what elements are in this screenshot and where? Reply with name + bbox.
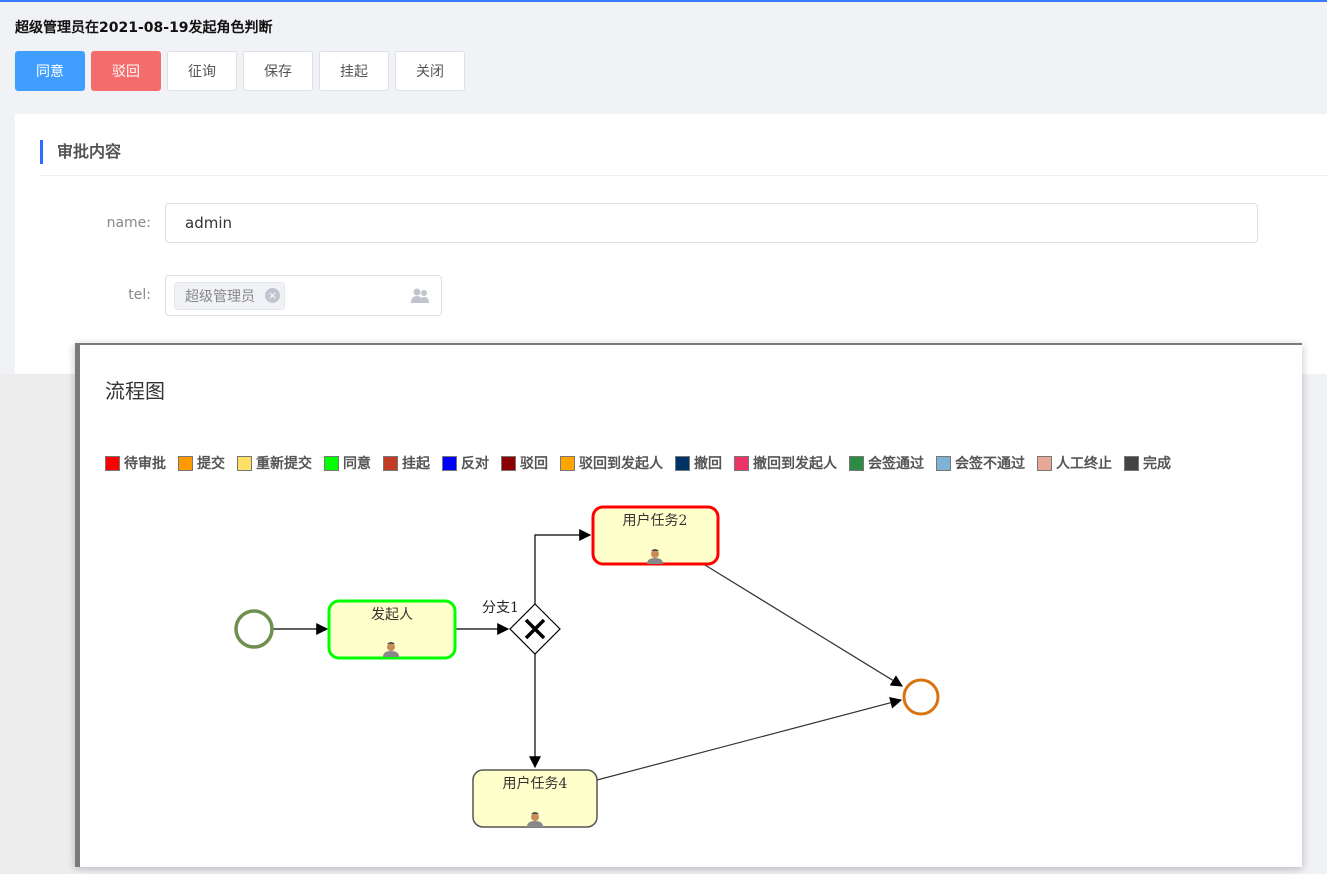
legend-swatch	[1124, 455, 1139, 471]
start-event	[234, 609, 274, 649]
divider	[39, 175, 1327, 176]
legend-label: 提交	[197, 456, 225, 472]
flow-diagram: 发起人 分支1 用户任务2 用户任务4	[234, 505, 940, 828]
legend-label: 同意	[343, 456, 371, 472]
gateway-label: 分支1	[482, 600, 519, 616]
legend-item: 同意	[324, 453, 371, 473]
legend-swatch	[383, 455, 398, 471]
legend-item: 完成	[1124, 453, 1171, 473]
remove-tag-icon[interactable]: ×	[265, 288, 280, 303]
page-title: 超级管理员在2021-08-19发起角色判断	[15, 20, 273, 36]
status-legend: 待审批 提交 重新提交 同意 挂起 反对 驳回 驳回到发起人 撤回 撤回到发起人 会签通过 会签不通过…	[105, 453, 1171, 473]
legend-swatch	[849, 455, 864, 471]
end-event	[902, 678, 940, 716]
legend-label: 会签不通过	[955, 456, 1025, 472]
task-user-4[interactable]: 用户任务4	[472, 769, 598, 828]
legend-item: 会签通过	[849, 453, 924, 473]
legend-label: 完成	[1143, 456, 1171, 472]
legend-item: 撤回	[675, 453, 722, 473]
task-initiator[interactable]: 发起人	[327, 599, 457, 660]
name-label: name:	[106, 215, 151, 231]
agree-button[interactable]: 同意	[15, 51, 85, 91]
legend-label: 重新提交	[256, 456, 312, 472]
legend-item: 待审批	[105, 453, 166, 473]
suspend-button[interactable]: 挂起	[319, 51, 389, 91]
reject-button[interactable]: 驳回	[91, 51, 161, 91]
modal-title: 流程图	[105, 379, 165, 403]
svg-text:用户任务4: 用户任务4	[503, 775, 568, 792]
section-title: 审批内容	[40, 140, 121, 164]
legend-item: 提交	[178, 453, 225, 473]
legend-label: 挂起	[402, 456, 430, 472]
svg-text:发起人: 发起人	[371, 607, 413, 623]
legend-swatch	[675, 455, 690, 471]
flow-arrow	[704, 564, 904, 687]
name-input[interactable]: admin	[165, 203, 1258, 243]
svg-text:用户任务2: 用户任务2	[623, 512, 688, 529]
user-tag-label: 超级管理员	[185, 288, 255, 305]
action-toolbar: 同意 驳回 征询 保存 挂起 关闭	[15, 51, 465, 91]
flow-arrow	[596, 696, 903, 781]
legend-swatch	[442, 455, 457, 471]
legend-label: 人工终止	[1056, 456, 1112, 472]
legend-swatch	[501, 455, 516, 471]
save-button[interactable]: 保存	[243, 51, 313, 91]
tel-user-select[interactable]: 超级管理员 ×	[165, 275, 442, 316]
legend-item: 驳回	[501, 453, 548, 473]
legend-swatch	[105, 455, 120, 471]
flowchart-modal: 流程图 待审批 提交 重新提交 同意 挂起 反对 驳回 驳回到发起人 撤回 撤回到发起人 会签通过 会…	[75, 343, 1302, 867]
legend-label: 撤回到发起人	[753, 456, 837, 472]
name-value: admin	[185, 214, 232, 232]
legend-label: 驳回	[520, 456, 548, 472]
background-area	[0, 374, 75, 874]
legend-swatch	[178, 455, 193, 471]
legend-swatch	[237, 455, 252, 471]
legend-label: 会签通过	[868, 456, 924, 472]
legend-label: 撤回	[694, 456, 722, 472]
legend-label: 驳回到发起人	[579, 456, 663, 472]
close-button[interactable]: 关闭	[395, 51, 465, 91]
legend-item: 会签不通过	[936, 453, 1025, 473]
flow-arrow	[534, 529, 592, 604]
task-user-2[interactable]: 用户任务2	[591, 505, 720, 566]
legend-item: 撤回到发起人	[734, 453, 837, 473]
legend-label: 待审批	[124, 456, 166, 472]
legend-swatch	[560, 455, 575, 471]
legend-item: 挂起	[383, 453, 430, 473]
top-accent-line	[0, 0, 1327, 2]
gateway-exclusive: 分支1	[482, 600, 561, 655]
users-icon[interactable]	[411, 287, 431, 305]
legend-swatch	[324, 455, 339, 471]
legend-item: 人工终止	[1037, 453, 1112, 473]
tel-label: tel:	[128, 287, 151, 303]
approval-card: 审批内容 name: admin tel: 超级管理员 ×	[15, 114, 1327, 374]
legend-swatch	[936, 455, 951, 471]
user-tag: 超级管理员 ×	[174, 281, 285, 310]
consult-button[interactable]: 征询	[167, 51, 237, 91]
legend-swatch	[734, 455, 749, 471]
legend-item: 重新提交	[237, 453, 312, 473]
legend-label: 反对	[461, 456, 489, 472]
legend-item: 反对	[442, 453, 489, 473]
legend-item: 驳回到发起人	[560, 453, 663, 473]
legend-swatch	[1037, 455, 1052, 471]
